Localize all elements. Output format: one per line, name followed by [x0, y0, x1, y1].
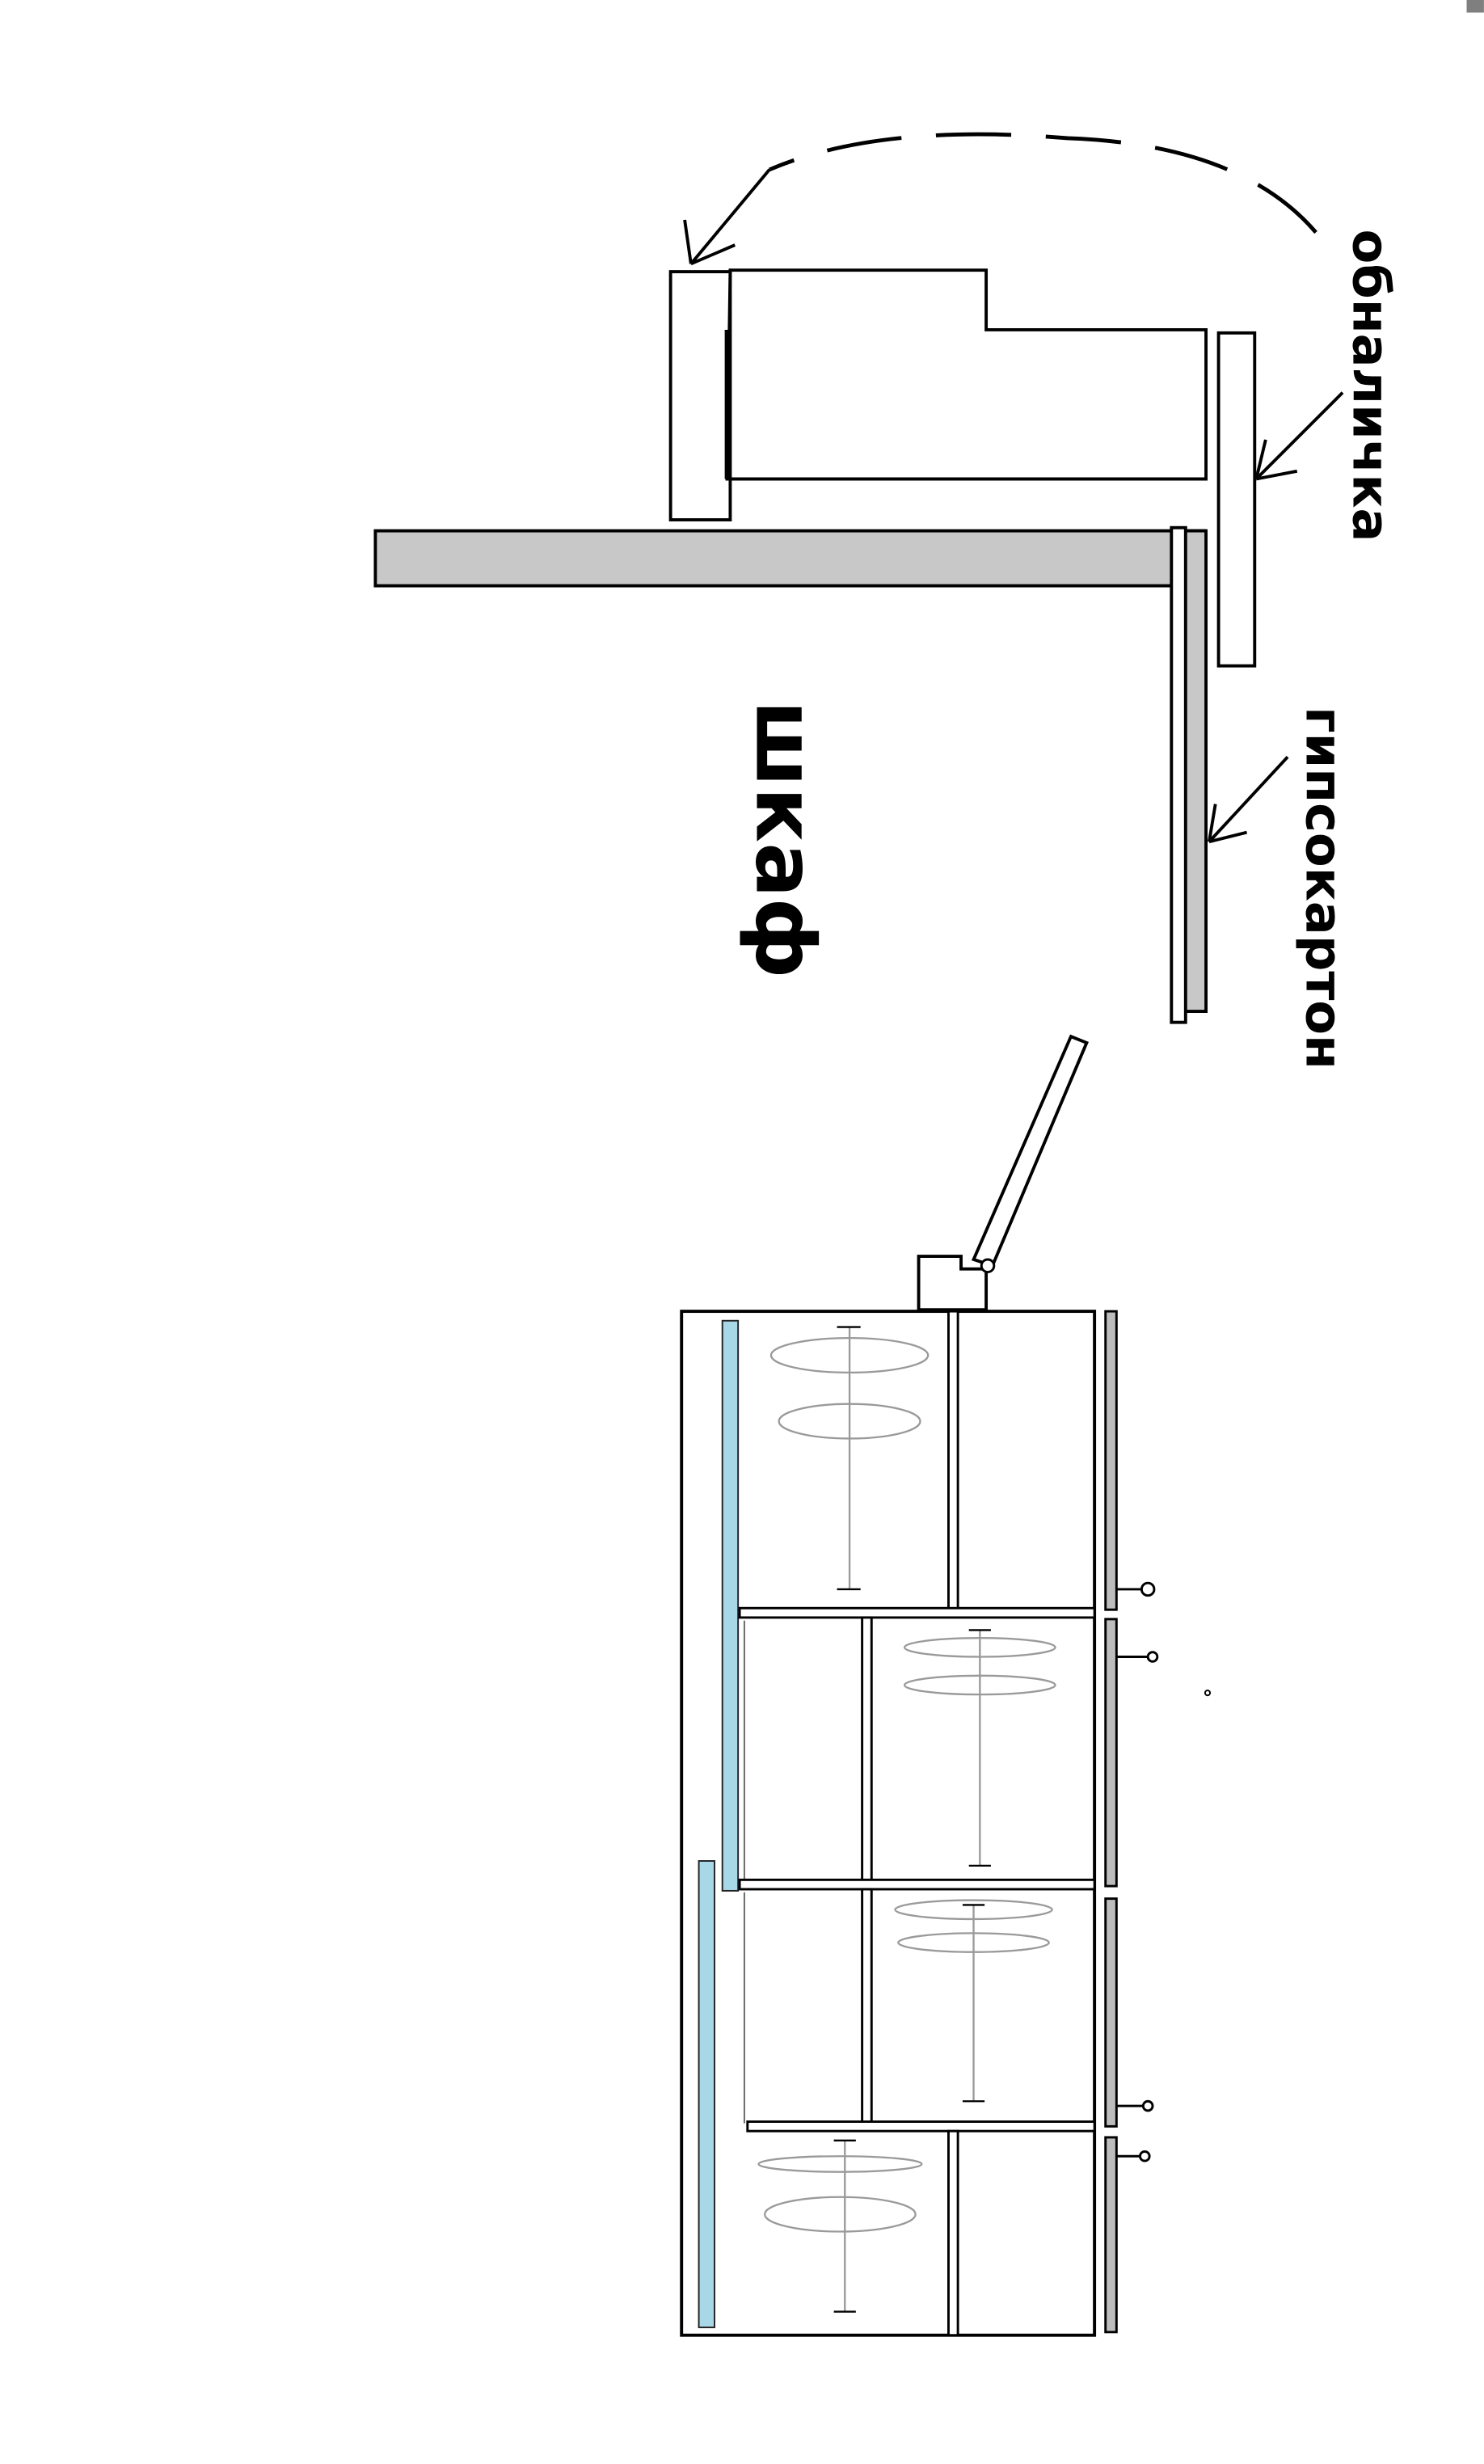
divider-vertical-2: [861, 1616, 873, 1883]
door-panel-1: [1104, 1310, 1118, 1611]
shelf-horizontal-2: [738, 1878, 1096, 1891]
open-door-leaf: [971, 1034, 1089, 1268]
door-panel-2: [1104, 1618, 1118, 1888]
door-handles: [1116, 1581, 1159, 2162]
hinge-pin: [980, 1258, 996, 1273]
shelf-horizontal-1: [738, 1606, 1096, 1619]
hinge-block: [917, 1255, 989, 1312]
divider-vertical-3: [861, 1888, 873, 2126]
casing-arrow: [1254, 391, 1344, 481]
divider-vertical-1: [947, 1310, 959, 1614]
mirror-panel-lower: [698, 1860, 715, 2328]
door-panel-3: [1104, 1897, 1118, 2128]
corner-mark: [1466, 0, 1484, 13]
shelf-horizontal-3: [746, 2120, 1096, 2133]
drywall-strip: [1170, 525, 1187, 1024]
divider-vertical-4: [947, 2129, 959, 2337]
swing-arc-dashed: [769, 132, 1317, 234]
mirror-panel-upper: [721, 1319, 740, 1892]
wardrobe-body: [680, 1310, 1097, 2337]
swing-arc-arrow: [683, 168, 771, 266]
hanger-group-3: [894, 1899, 1053, 2103]
casing-label: обналичка: [1342, 230, 1401, 542]
doorway-section-detail: [373, 132, 1344, 1024]
stray-dot: [1204, 1690, 1212, 1697]
casing-board: [1216, 331, 1257, 668]
wardrobe-label: шкаф: [737, 700, 833, 978]
wall-vertical: [1182, 529, 1208, 1014]
door-block: [725, 268, 1208, 481]
hanger-group-1: [769, 1326, 930, 1591]
drywall-label: гипсокартон: [1294, 707, 1353, 1070]
door-panel-4: [1104, 2136, 1118, 2334]
casing-board-folded: [668, 270, 732, 521]
hanger-group-2: [903, 1629, 1056, 1867]
wardrobe-plan: [680, 1034, 1212, 2337]
hanger-group-4: [757, 2139, 923, 2313]
drywall-arrow: [1208, 756, 1289, 844]
wall-horizontal: [373, 529, 1207, 588]
